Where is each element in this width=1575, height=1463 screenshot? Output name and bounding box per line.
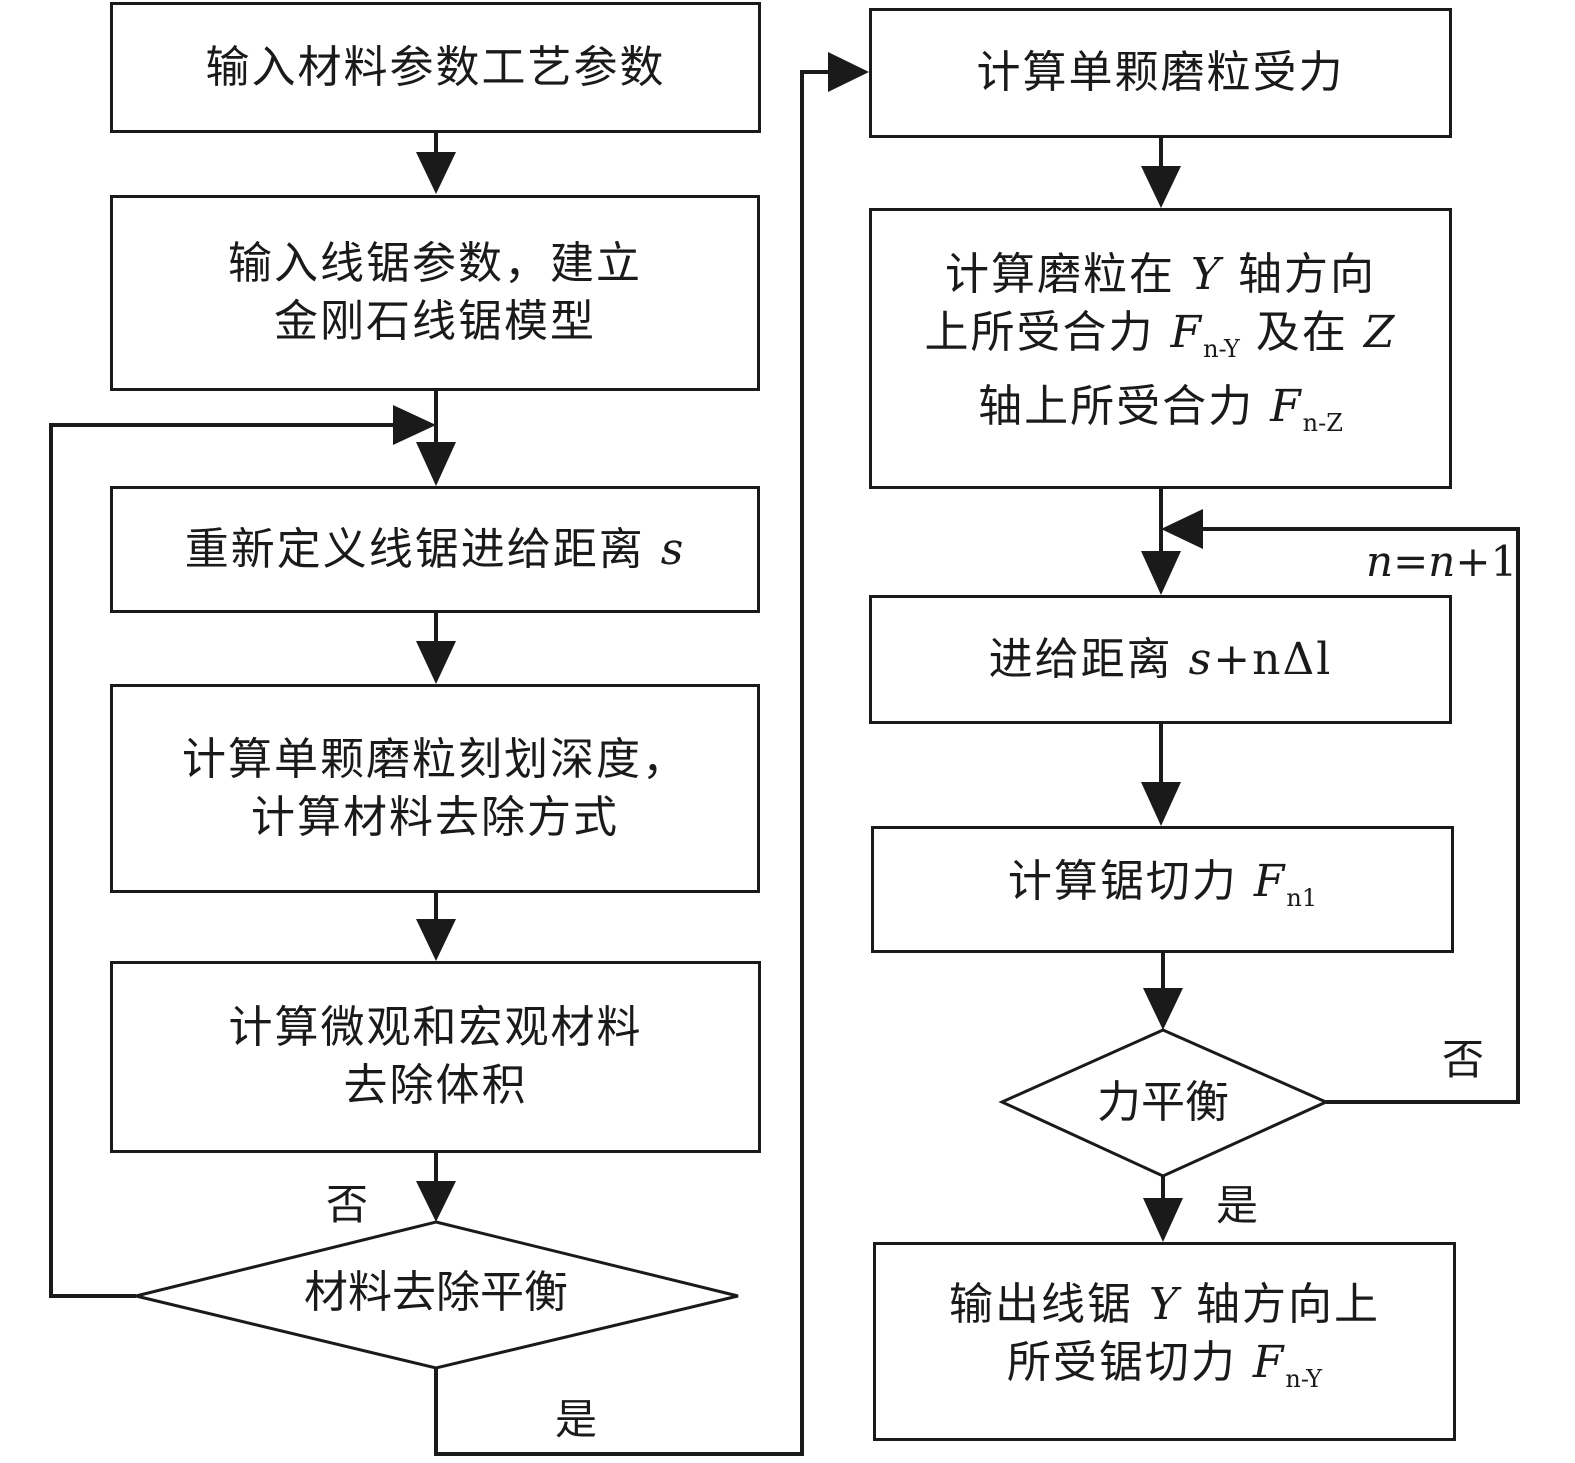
right-yes-label: 是 xyxy=(1216,1181,1259,1230)
input-wire-box: 输入线锯参数，建立 金刚石线锯模型 xyxy=(110,195,760,391)
arrowhead-r2 xyxy=(1141,551,1181,595)
arrowhead-r3 xyxy=(1141,782,1181,826)
feed-distance-box: 进给距离 s+nΔl xyxy=(869,595,1452,724)
loop-counter-label: n=n+1 xyxy=(1366,537,1517,587)
single-grit-force-text: 计算单颗磨粒受力 xyxy=(976,47,1345,98)
saw-force-F: F xyxy=(1253,855,1287,907)
loop-eq: = xyxy=(1393,537,1429,586)
material-balance-decision-text: 材料去除平衡 xyxy=(304,1267,568,1318)
resultant-l1b: 轴方向 xyxy=(1238,248,1377,300)
resultant-line1: 计算磨粒在 Y 轴方向 xyxy=(945,246,1376,304)
arrowhead-1 xyxy=(416,152,456,194)
loop-left xyxy=(49,423,395,1298)
resultant-l2a: 上所受合力 xyxy=(924,306,1155,358)
resultant-l2b: 及在 xyxy=(1255,306,1348,358)
output-line1: 输出线锯 Y 轴方向上 xyxy=(949,1276,1380,1334)
feed-distance-label: 进给距离 xyxy=(988,633,1173,685)
arrowhead-2 xyxy=(416,442,456,486)
resultant-l2var: Z xyxy=(1363,306,1397,358)
saw-force-label: 计算锯切力 xyxy=(1007,855,1238,907)
saw-force-box: 计算锯切力 Fn1 xyxy=(871,826,1454,953)
output-line2: 所受锯切力 Fn-Y xyxy=(1007,1334,1322,1408)
input-wire-line1: 输入线锯参数，建立 xyxy=(228,238,642,289)
arrowhead-loop-right xyxy=(1161,509,1203,549)
redefine-feed-label: 重新定义线锯进给距离 xyxy=(184,523,645,575)
loop-n1: n xyxy=(1366,537,1394,586)
redefine-feed-box: 重新定义线锯进给距离 s xyxy=(110,486,760,613)
output-l1a: 输出线锯 xyxy=(948,1278,1133,1330)
resultant-line2: 上所受合力 Fn-Y 及在 Z xyxy=(925,304,1397,378)
feed-distance-rest: +nΔl xyxy=(1213,633,1333,685)
input-material-box: 输入材料参数工艺参数 xyxy=(110,2,761,133)
grit-depth-box: 计算单颗磨粒刻划深度， 计算材料去除方式 xyxy=(110,684,760,893)
arrowhead-r4 xyxy=(1143,988,1183,1030)
arrowhead-yes xyxy=(828,52,869,92)
feed-distance-var: s xyxy=(1188,633,1214,685)
yes-path xyxy=(434,70,830,1456)
arrowhead-5 xyxy=(416,1181,456,1222)
loop-plus: +1 xyxy=(1455,537,1518,586)
output-l2sub: n-Y xyxy=(1285,1364,1323,1393)
output-l1var: Y xyxy=(1148,1278,1181,1330)
left-no-label: 否 xyxy=(326,1180,369,1229)
output-l2F: F xyxy=(1252,1336,1286,1388)
force-balance-decision-text: 力平衡 xyxy=(1097,1077,1229,1128)
resultant-line3: 轴上所受合力 Fn-Z xyxy=(978,378,1343,452)
redefine-feed-text: 重新定义线锯进给距离 s xyxy=(185,521,686,579)
loop-right xyxy=(1200,527,1520,1104)
loop-n2: n xyxy=(1428,537,1456,586)
arrowhead-3 xyxy=(416,641,456,684)
arrowhead-r5 xyxy=(1143,1198,1183,1242)
resultant-l1a: 计算磨粒在 xyxy=(944,248,1175,300)
resultant-l3sub: n-Z xyxy=(1302,408,1343,437)
output-l2a: 所受锯切力 xyxy=(1006,1336,1237,1388)
input-wire-line2: 金刚石线锯模型 xyxy=(274,296,596,347)
output-l1b: 轴方向上 xyxy=(1196,1278,1381,1330)
right-no-label: 否 xyxy=(1442,1035,1485,1084)
resultant-l3F: F xyxy=(1270,380,1303,432)
resultant-l2F: F xyxy=(1170,306,1204,358)
feed-var-s: s xyxy=(660,523,686,575)
resultant-l3a: 轴上所受合力 xyxy=(978,380,1255,432)
removal-volume-line1: 计算微观和宏观材料 xyxy=(228,1002,643,1053)
input-material-text: 输入材料参数工艺参数 xyxy=(205,41,666,93)
feed-distance-text: 进给距离 s+nΔl xyxy=(989,631,1333,689)
resultant-l2sub: n-Y xyxy=(1203,334,1240,363)
single-grit-force-box: 计算单颗磨粒受力 xyxy=(869,8,1452,138)
arrowhead-loop-left xyxy=(393,405,436,445)
arrowhead-r1 xyxy=(1141,166,1181,208)
resultant-l1var: Y xyxy=(1190,248,1223,300)
removal-volume-line2: 去除体积 xyxy=(343,1060,528,1111)
decision-diamond-left xyxy=(135,1220,739,1370)
decision-diamond-right xyxy=(998,1028,1330,1178)
saw-force-text: 计算锯切力 Fn1 xyxy=(1008,853,1317,927)
output-force-box: 输出线锯 Y 轴方向上 所受锯切力 Fn-Y xyxy=(873,1242,1456,1441)
resultant-force-box: 计算磨粒在 Y 轴方向 上所受合力 Fn-Y 及在 Z 轴上所受合力 Fn-Z xyxy=(869,208,1452,489)
arrowhead-4 xyxy=(416,919,456,961)
grit-depth-line1: 计算单颗磨粒刻划深度， xyxy=(182,733,688,785)
removal-volume-box: 计算微观和宏观材料 去除体积 xyxy=(110,961,761,1153)
saw-force-sub: n1 xyxy=(1286,883,1318,912)
left-yes-label: 是 xyxy=(555,1395,598,1444)
grit-depth-line2: 计算材料去除方式 xyxy=(251,791,619,843)
